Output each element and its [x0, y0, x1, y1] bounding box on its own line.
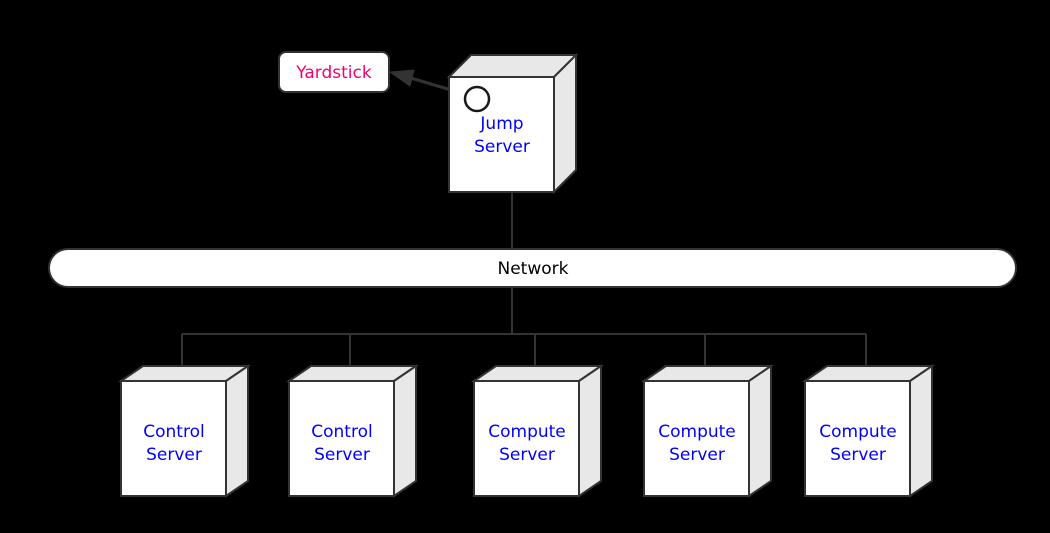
server-label-line1: Compute	[488, 422, 566, 442]
server-label-line1: Control	[311, 422, 372, 442]
server-side-face	[748, 364, 772, 498]
server-label-line2: Server	[669, 445, 725, 465]
jump-server-side-face	[553, 52, 577, 195]
server-side-face	[393, 364, 417, 498]
server-front-face	[120, 380, 227, 497]
server-label-line1: Compute	[658, 422, 736, 442]
server-front-face	[473, 380, 580, 497]
jump-server-interface-icon[interactable]	[463, 85, 491, 113]
server-side-face	[578, 364, 602, 498]
network-node[interactable]: Network	[48, 248, 1017, 288]
server-label-line2: Server	[314, 445, 370, 465]
server-label-line2: Server	[499, 445, 555, 465]
yardstick-node[interactable]: Yardstick	[278, 51, 390, 93]
server-node-compute-3[interactable]: Compute Server	[801, 364, 936, 498]
server-node-compute-1[interactable]: Compute Server	[470, 364, 605, 498]
server-front-face	[804, 380, 911, 497]
connector-group	[181, 192, 867, 384]
yardstick-label: Yardstick	[295, 63, 372, 83]
server-label-line1: Compute	[819, 422, 897, 442]
yardstick-box-shape	[278, 51, 390, 93]
jump-server-node[interactable]: Jump Server	[446, 52, 579, 195]
server-node-control-1[interactable]: Control Server	[117, 364, 252, 498]
yardstick-arrow-head	[388, 69, 415, 87]
jump-server-label-line2: Server	[474, 137, 530, 157]
network-label: Network	[498, 259, 569, 279]
server-label-line2: Server	[830, 445, 886, 465]
jump-server-label-line1: Jump	[479, 114, 523, 134]
server-label-line2: Server	[146, 445, 202, 465]
server-front-face	[288, 380, 395, 497]
server-side-face	[225, 364, 249, 498]
server-node-control-2[interactable]: Control Server	[285, 364, 420, 498]
server-node-compute-2[interactable]: Compute Server	[640, 364, 775, 498]
network-bar-shape	[48, 248, 1017, 288]
server-side-face	[909, 364, 933, 498]
server-front-face	[643, 380, 750, 497]
server-label-line1: Control	[143, 422, 204, 442]
